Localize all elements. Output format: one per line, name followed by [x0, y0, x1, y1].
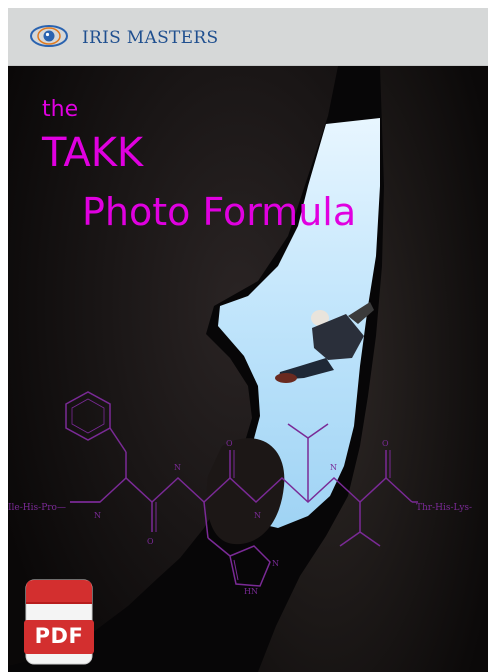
middle-boulder	[206, 438, 285, 545]
left-rock	[8, 66, 338, 666]
pdf-download-badge[interactable]: PDF	[22, 578, 96, 666]
peptide-atom-labels: N N N N O O O N HN	[94, 439, 389, 596]
svg-text:N: N	[330, 463, 337, 472]
brand-name: IRIS MASTERS	[82, 28, 219, 48]
peptide-sequence-left: Ile-His-Pro—	[8, 503, 66, 513]
peptide-sequence-right: Thr-His-Lys-	[416, 503, 473, 513]
climber-figure	[275, 302, 374, 383]
svg-text:N: N	[254, 511, 261, 520]
svg-text:N: N	[174, 463, 181, 472]
svg-text:N: N	[94, 511, 101, 520]
title-main: TAKK	[42, 130, 144, 176]
eye-icon	[30, 25, 68, 47]
svg-text:O: O	[382, 439, 389, 448]
peptide-structure-diagram	[65, 391, 418, 587]
title-prefix: the	[42, 97, 79, 122]
cover-artwork: N N N N O O O N HN	[8, 66, 488, 672]
brand-header: IRIS MASTERS	[8, 8, 488, 66]
pdf-label: PDF	[34, 624, 84, 648]
cover-image: N N N N O O O N HN the TAKK Photo Formul…	[8, 66, 488, 672]
svg-text:O: O	[147, 537, 154, 546]
svg-text:HN: HN	[244, 587, 258, 596]
sky-gap	[218, 118, 380, 528]
pdf-file-icon	[24, 579, 94, 665]
svg-text:N: N	[272, 559, 279, 568]
title-subtitle: Photo Formula	[82, 190, 357, 234]
svg-text:O: O	[226, 439, 233, 448]
right-rock	[258, 66, 488, 672]
